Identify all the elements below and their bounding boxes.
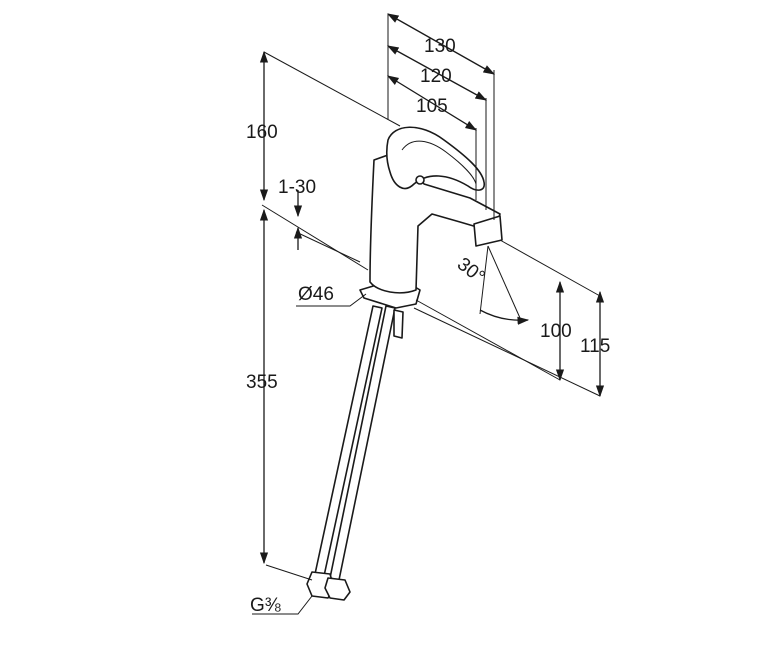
lever-pivot (415, 175, 425, 185)
label-g38: G⅜ (250, 595, 281, 616)
label-1-30: 1-30 (278, 177, 316, 198)
supply-hose-2 (329, 305, 396, 581)
label-105: 105 (416, 96, 448, 117)
leader-dia46 (296, 293, 367, 307)
lever-handle (385, 126, 486, 191)
label-100: 100 (540, 321, 572, 342)
faucet-drawing (306, 126, 503, 601)
angle-leg-1 (479, 245, 489, 315)
label-355: 355 (246, 372, 278, 393)
leader-g38 (252, 595, 313, 615)
dimension-labels: 130 120 105 160 1-30 Ø46 30° 100 115 355… (246, 36, 610, 616)
label-130: 130 (424, 36, 456, 57)
lever-edge (401, 140, 477, 185)
label-115: 115 (580, 336, 610, 357)
angle-arc-30 (479, 309, 530, 325)
threaded-rod (393, 309, 404, 339)
extension-lines (261, 14, 601, 581)
label-dia46: Ø46 (298, 284, 334, 305)
angle-leg-2 (487, 245, 521, 319)
label-120: 120 (420, 66, 452, 87)
hose-fitting-2 (324, 577, 351, 601)
dim-line-105 (387, 75, 477, 131)
spout-tip (473, 215, 503, 247)
dimension-lines (252, 13, 605, 615)
label-160: 160 (246, 122, 278, 143)
